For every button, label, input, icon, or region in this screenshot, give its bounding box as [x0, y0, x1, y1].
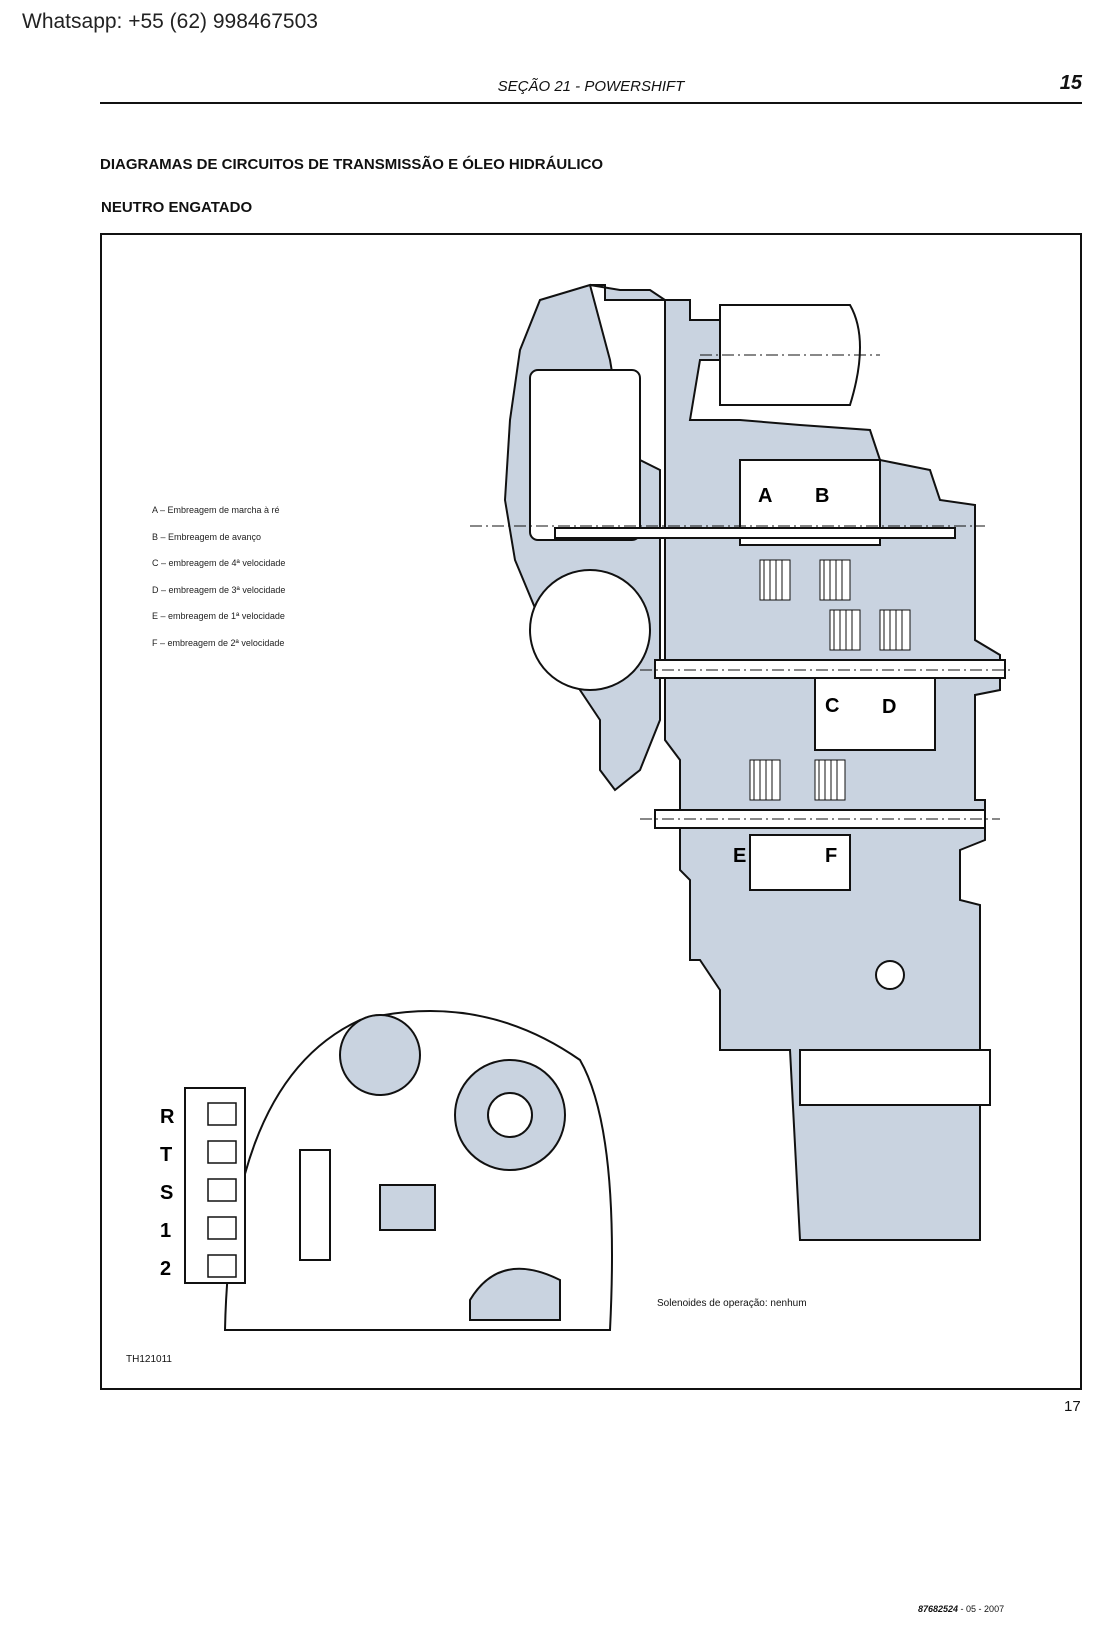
- doc-number: 87682524: [918, 1604, 959, 1614]
- figure-frame: [100, 233, 1082, 1390]
- figure-number: 17: [1064, 1398, 1081, 1415]
- clutch-label-c: C: [825, 695, 839, 717]
- figure-code: TH121011: [126, 1354, 172, 1365]
- clutch-label-d: D: [882, 696, 896, 718]
- solenoid-label-r: R: [160, 1106, 175, 1128]
- legend-item: D – embreagem de 3ª velocidade: [152, 584, 286, 595]
- page-title: DIAGRAMAS DE CIRCUITOS DE TRANSMISSÃO E …: [100, 156, 604, 173]
- solenoid-note: Solenoides de operação: nenhum: [657, 1298, 807, 1309]
- solenoid-label-2: 2: [160, 1258, 171, 1280]
- legend: A – Embreagem de marcha à ré B – Embreag…: [152, 497, 285, 656]
- legend-item: C – embreagem de 4ª velocidade: [152, 558, 286, 568]
- footer: 87682524 - 05 - 2007: [918, 1604, 1005, 1614]
- clutch-label-e: E: [733, 845, 746, 867]
- doc-date: 05 - 2007: [966, 1604, 1005, 1614]
- watermark-text: Whatsapp: +55 (62) 998467503: [22, 10, 318, 33]
- solenoid-label-s: S: [160, 1182, 173, 1204]
- legend-item: F – embreagem de 2ª velocidade: [152, 637, 285, 648]
- clutch-label-f: F: [825, 845, 837, 867]
- solenoid-label-1: 1: [160, 1220, 171, 1242]
- legend-item: E – embreagem de 1ª velocidade: [152, 611, 285, 621]
- section-header: SEÇÃO 21 - POWERSHIFT 15: [100, 72, 1082, 104]
- page-subtitle: NEUTRO ENGATADO: [101, 199, 253, 216]
- page-number: 15: [1059, 72, 1082, 94]
- section-title: SEÇÃO 21 - POWERSHIFT: [497, 78, 685, 95]
- legend-item: B – Embreagem de avanço: [152, 531, 262, 542]
- legend-item: A – Embreagem de marcha à ré: [152, 505, 280, 515]
- clutch-label-b: B: [815, 485, 829, 507]
- clutch-label-a: A: [758, 485, 772, 507]
- solenoid-label-t: T: [160, 1144, 172, 1166]
